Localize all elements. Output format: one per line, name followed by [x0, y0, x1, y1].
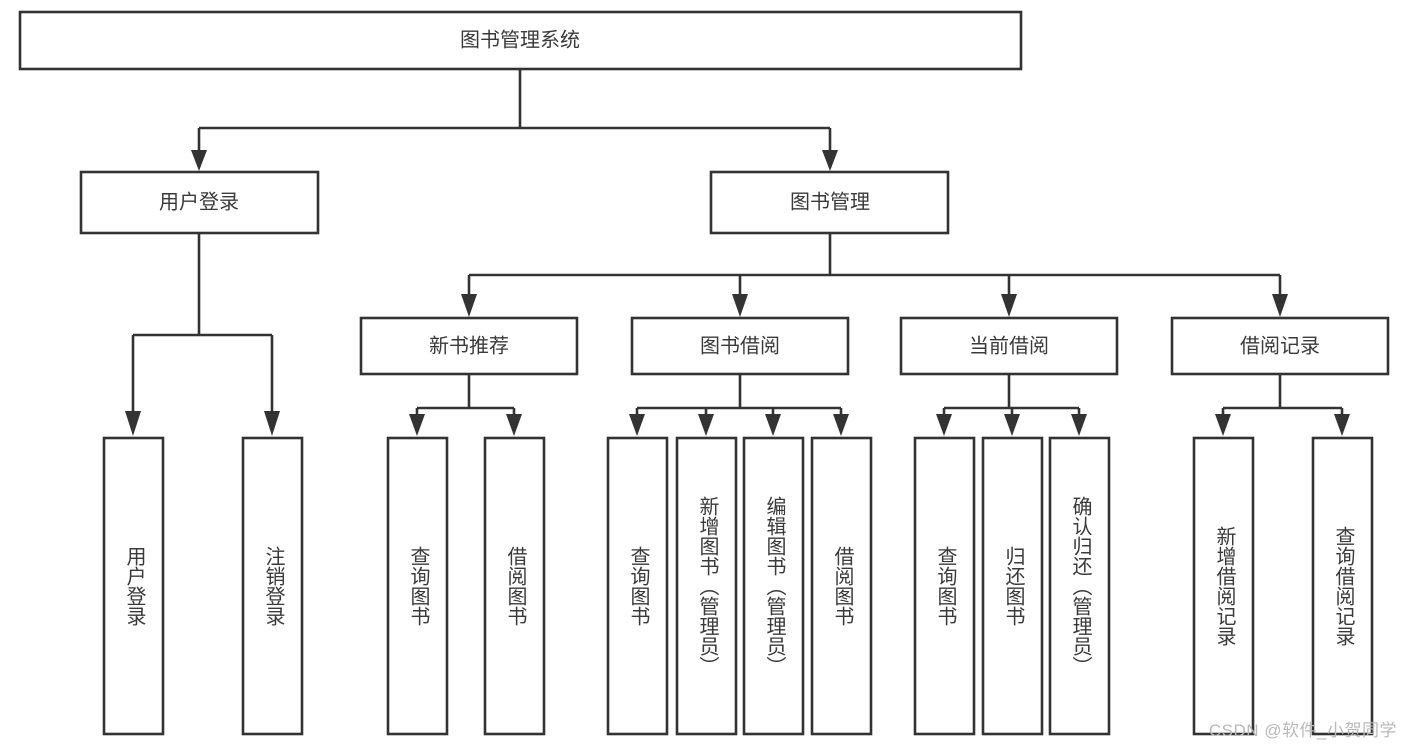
node-leaf-edit-book-box[interactable] [742, 436, 805, 736]
node-current-borrow-label: 当前借阅 [969, 334, 1049, 357]
arrow-to-leaf-add-book [698, 414, 714, 436]
node-leaf-edit-book-label: 编辑图书（管理员） [763, 496, 786, 676]
node-current-borrow[interactable]: 当前借阅 [899, 316, 1119, 376]
node-borrow-record-box[interactable] [1170, 316, 1390, 376]
node-book-borrow-box[interactable] [630, 316, 850, 376]
node-borrow-record[interactable]: 借阅记录 [1170, 316, 1390, 376]
node-leaf-user-login-label: 用户登录 [123, 546, 146, 626]
node-leaf-query-book-2[interactable]: 查询图书 [606, 436, 669, 736]
node-leaf-borrow-book-1-box[interactable] [483, 436, 546, 736]
arrow-to-current-borrow [1001, 294, 1017, 317]
arrow-to-book-borrow [732, 294, 748, 317]
node-leaf-query-book-3[interactable]: 查询图书 [913, 436, 976, 736]
node-leaf-borrow-book-1-label: 借阅图书 [504, 546, 527, 626]
node-user-login[interactable]: 用户登录 [79, 170, 320, 235]
node-leaf-borrow-book-2-label: 借阅图书 [831, 546, 854, 626]
node-borrow-record-label: 借阅记录 [1240, 334, 1320, 357]
node-book-manage-box[interactable] [709, 170, 950, 235]
node-leaf-add-record-label: 新增借阅记录 [1213, 526, 1236, 646]
arrow-to-user-login [191, 150, 207, 171]
node-leaf-add-book-label: 新增图书（管理员） [696, 496, 719, 676]
node-root-box[interactable] [18, 10, 1023, 71]
node-root-label: 图书管理系统 [460, 28, 580, 51]
node-leaf-confirm-return-box[interactable] [1048, 436, 1111, 736]
arrow-to-leaf-query-book-3 [936, 414, 952, 436]
node-leaf-return-book-box[interactable] [981, 436, 1044, 736]
node-leaf-edit-book[interactable]: 编辑图书（管理员） [742, 436, 805, 736]
node-leaf-query-book-3-label: 查询图书 [934, 546, 957, 626]
node-new-book-recommend-label: 新书推荐 [429, 334, 509, 357]
arrow-to-leaf-user-login [125, 411, 141, 436]
arrow-to-leaf-add-record [1215, 414, 1231, 436]
node-leaf-add-record[interactable]: 新增借阅记录 [1192, 436, 1255, 736]
node-book-borrow-label: 图书借阅 [700, 334, 780, 357]
arrow-to-leaf-query-record [1334, 414, 1350, 436]
node-leaf-logout-login-box[interactable] [241, 436, 304, 736]
node-leaf-return-book[interactable]: 归还图书 [981, 436, 1044, 736]
arrow-to-new-book-recommend [461, 294, 477, 317]
node-new-book-recommend-box[interactable] [359, 316, 579, 376]
node-root[interactable]: 图书管理系统 [18, 10, 1023, 71]
node-user-login-label: 用户登录 [159, 190, 239, 213]
edge-layer [125, 69, 1350, 436]
node-leaf-query-book-3-box[interactable] [913, 436, 976, 736]
node-leaf-query-book-2-box[interactable] [606, 436, 669, 736]
node-leaf-return-book-label: 归还图书 [1002, 546, 1025, 626]
arrow-to-leaf-confirm-return [1071, 414, 1087, 436]
node-new-book-recommend[interactable]: 新书推荐 [359, 316, 579, 376]
node-leaf-add-book[interactable]: 新增图书（管理员） [675, 436, 738, 736]
arrow-to-leaf-query-book-1 [409, 414, 425, 436]
node-leaf-query-record-label: 查询借阅记录 [1332, 526, 1355, 646]
arrow-to-leaf-return-book [1004, 414, 1020, 436]
node-leaf-query-book-1-label: 查询图书 [407, 546, 430, 626]
arrow-to-leaf-query-book-2 [629, 414, 645, 436]
node-leaf-query-book-2-label: 查询图书 [627, 546, 650, 626]
node-user-login-box[interactable] [79, 170, 320, 235]
node-leaf-user-login[interactable]: 用户登录 [102, 436, 165, 736]
node-leaf-borrow-book-2-box[interactable] [810, 436, 873, 736]
node-leaf-add-record-box[interactable] [1192, 436, 1255, 736]
arrow-to-leaf-borrow-book-2 [833, 414, 849, 436]
node-leaf-confirm-return[interactable]: 确认归还（管理员） [1048, 436, 1111, 736]
arrow-to-book-manage [822, 150, 838, 171]
arrow-to-leaf-logout-login [264, 411, 280, 436]
arrow-to-leaf-edit-book [765, 414, 781, 436]
node-leaf-borrow-book-2[interactable]: 借阅图书 [810, 436, 873, 736]
node-current-borrow-box[interactable] [899, 316, 1119, 376]
node-book-borrow[interactable]: 图书借阅 [630, 316, 850, 376]
node-leaf-logout-login-label: 注销登录 [262, 546, 285, 626]
node-leaf-user-login-box[interactable] [102, 436, 165, 736]
node-leaf-query-book-1-box[interactable] [386, 436, 449, 736]
node-leaf-borrow-book-1[interactable]: 借阅图书 [483, 436, 546, 736]
node-leaf-query-book-1[interactable]: 查询图书 [386, 436, 449, 736]
node-book-manage[interactable]: 图书管理 [709, 170, 950, 235]
node-leaf-add-book-box[interactable] [675, 436, 738, 736]
node-book-manage-label: 图书管理 [790, 190, 870, 213]
node-leaf-logout-login[interactable]: 注销登录 [241, 436, 304, 736]
arrow-to-leaf-borrow-book-1 [506, 414, 522, 436]
node-leaf-query-record-box[interactable] [1311, 436, 1374, 736]
node-leaf-confirm-return-label: 确认归还（管理员） [1069, 496, 1092, 676]
node-leaf-query-record[interactable]: 查询借阅记录 [1311, 436, 1374, 736]
arrow-to-borrow-record [1272, 294, 1288, 317]
